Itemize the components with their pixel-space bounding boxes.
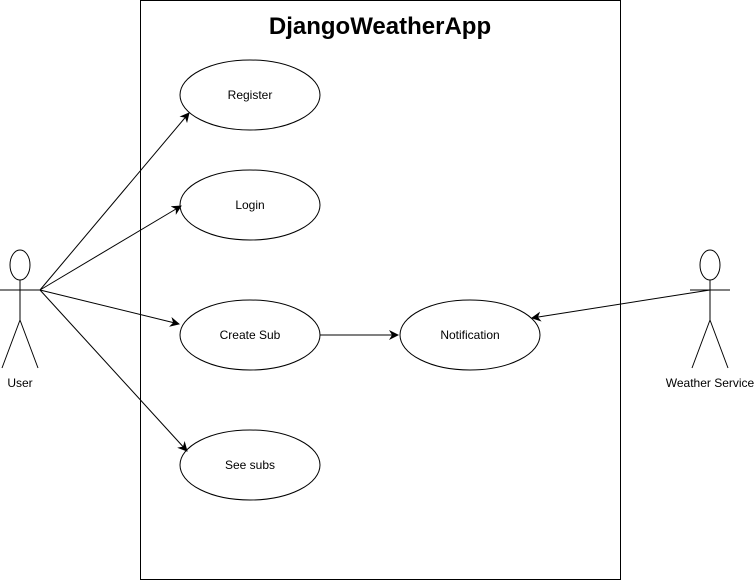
actor-weather-service[interactable]: Weather Service xyxy=(666,249,755,390)
use-case-see-subs[interactable]: See subs xyxy=(179,429,321,501)
actor-user[interactable]: User xyxy=(0,249,40,390)
actor-user-label: User xyxy=(7,376,32,390)
use-case-notification-label: Notification xyxy=(440,328,499,342)
edge-weather-service-notification xyxy=(531,289,711,322)
system-title: DjangoWeatherApp xyxy=(269,13,491,40)
use-case-login-label: Login xyxy=(235,198,264,212)
actor-weather-service-head xyxy=(699,249,721,281)
use-case-login[interactable]: Login xyxy=(179,169,321,241)
edge-user-see-subs xyxy=(39,289,188,452)
edge-user-create-sub xyxy=(39,289,180,327)
edge-user-register xyxy=(39,112,190,291)
use-case-see-subs-label: See subs xyxy=(225,458,275,472)
edge-user-login xyxy=(39,205,182,291)
use-case-notification[interactable]: Notification xyxy=(399,299,541,371)
actor-weather-service-label: Weather Service xyxy=(666,376,755,390)
use-case-create-sub-label: Create Sub xyxy=(220,328,281,342)
use-case-register[interactable]: Register xyxy=(179,59,321,131)
use-case-register-label: Register xyxy=(228,88,273,102)
use-case-create-sub[interactable]: Create Sub xyxy=(179,299,321,371)
actor-user-head xyxy=(9,249,31,281)
